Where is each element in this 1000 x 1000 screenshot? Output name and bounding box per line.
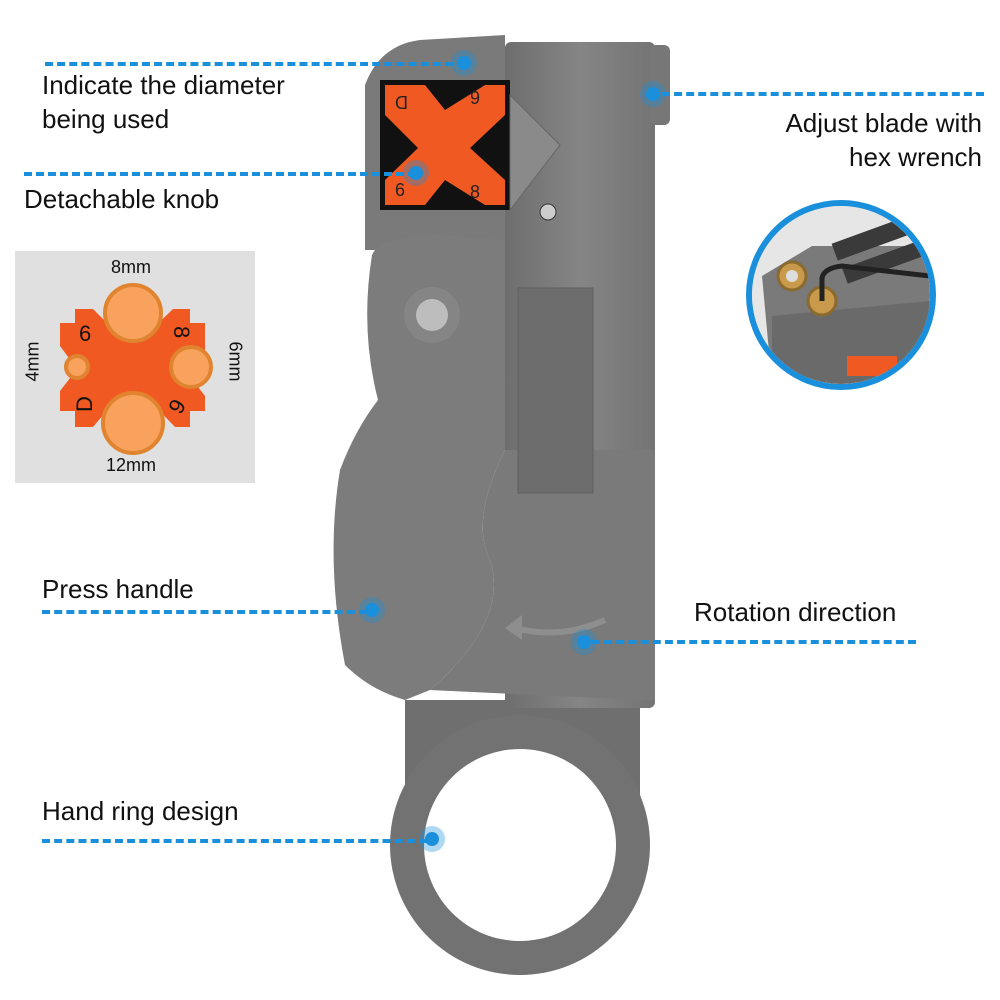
knob-size-diagram: 6 8 D 9 8mm 12mm 4mm 6mm (15, 251, 255, 483)
svg-text:8: 8 (169, 326, 194, 338)
callout-label-rotation-direction: Rotation direction (694, 597, 897, 627)
callout-dot-diameter-indicator (457, 56, 471, 70)
callout-dot-adjust-blade (646, 87, 660, 101)
callout-dot-rotation-direction (577, 635, 591, 649)
knob-diagram-graphic: 6 8 D 9 (60, 283, 213, 455)
callout-label-adjust-blade: Adjust blade with hex wrench (785, 106, 982, 174)
size-label-4mm: 4mm (22, 341, 43, 382)
press-handle-shape (333, 235, 505, 700)
svg-text:6: 6 (79, 321, 91, 346)
callout-line-detachable-knob (24, 172, 416, 176)
diameter-indicator-text-line1: Indicate the diameter (42, 70, 285, 100)
adjust-blade-text-line1: Adjust blade with (785, 108, 982, 138)
diameter-indicator-text-line2: being used (42, 104, 170, 134)
callout-line-press-handle (42, 610, 367, 614)
callout-line-rotation-direction (592, 640, 916, 644)
svg-text:6: 6 (395, 180, 405, 200)
callout-label-hand-ring: Hand ring design (42, 796, 239, 826)
size-label-6mm: 6mm (225, 341, 246, 382)
hex-wrench-detail-graphic (752, 206, 930, 384)
callout-label-detachable-knob: Detachable knob (24, 184, 220, 214)
hand-ring (390, 700, 650, 975)
callout-dot-press-handle (365, 603, 379, 617)
callout-line-adjust-blade (662, 92, 984, 96)
callout-dot-detachable-knob (409, 166, 423, 180)
size-label-8mm: 8mm (111, 257, 151, 277)
hex-wrench-detail-circle (746, 200, 936, 390)
adjust-blade-text-line2: hex wrench (849, 142, 982, 172)
callout-label-diameter-indicator: Indicate the diameter being used (42, 68, 285, 136)
svg-text:9: 9 (470, 88, 480, 108)
callout-dot-hand-ring (425, 832, 439, 846)
svg-text:D: D (72, 396, 97, 412)
svg-text:8: 8 (470, 182, 480, 202)
callout-line-hand-ring (42, 839, 427, 843)
size-label-12mm: 12mm (106, 455, 157, 475)
svg-text:D: D (395, 92, 408, 112)
callout-line-diameter-indicator (45, 62, 465, 66)
callout-label-press-handle: Press handle (42, 574, 194, 604)
